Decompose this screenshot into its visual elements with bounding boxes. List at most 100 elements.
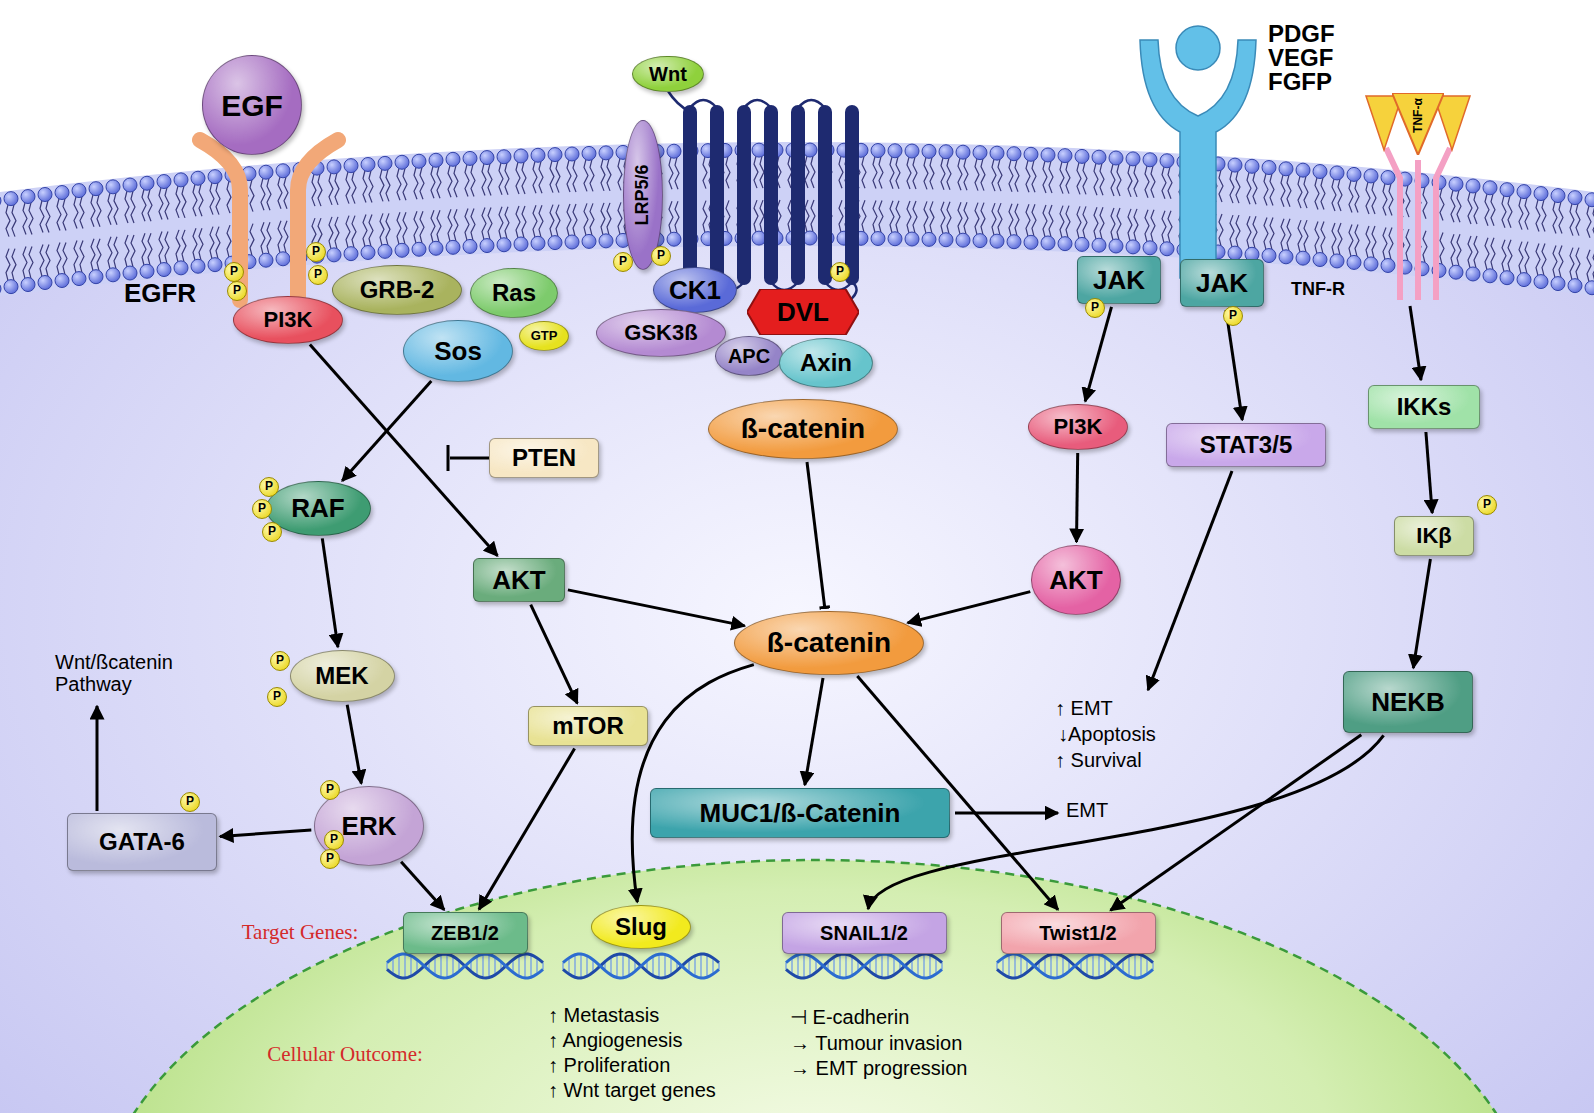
protein-ellipse: AKT [1031, 545, 1121, 615]
node-label: AKT [1049, 566, 1102, 595]
annotation: ↑ Angiogenesis [548, 1029, 683, 1051]
signal-arrow [1111, 735, 1362, 911]
node-label: JAK [1093, 266, 1145, 295]
signal-arrow [347, 705, 361, 784]
node-label: CK1 [669, 276, 721, 305]
protein-ellipse: Ras [470, 268, 558, 318]
phosphate-mark: P [613, 252, 633, 272]
protein-ellipse: EGF [202, 55, 302, 155]
protein-box: Twist1/2 [1001, 912, 1156, 954]
node-label: PTEN [512, 445, 576, 471]
node-label: AKT [492, 566, 545, 595]
signal-arrow [342, 381, 431, 481]
protein-ellipse: GSK3ß [596, 309, 726, 357]
node-label: Slug [615, 914, 667, 940]
protein-box: IKβ [1394, 516, 1474, 556]
signal-arrow [908, 592, 1031, 623]
signal-arrow [479, 749, 575, 910]
phosphate-mark: P [320, 849, 340, 869]
phosphate-mark: P [308, 265, 328, 285]
signal-arrow [1426, 432, 1432, 513]
protein-ellipse: PI3K [1028, 404, 1128, 450]
node-label: PI3K [264, 308, 313, 332]
phosphate-mark: P [270, 651, 290, 671]
phosphate-mark: P [320, 780, 340, 800]
node-label: ZEB1/2 [431, 922, 499, 944]
ligand-triangle: TNF-α [1392, 93, 1444, 155]
node-label: GTP [531, 329, 558, 343]
node-label: SNAIL1/2 [820, 922, 908, 944]
receptor-head [1176, 26, 1220, 70]
annotation: PDGF VEGF FGFP [1268, 22, 1348, 94]
protein-box: AKT [473, 558, 565, 602]
node-label: GATA-6 [99, 829, 185, 855]
node-label: Axin [800, 350, 852, 376]
signal-arrow [531, 605, 578, 704]
phosphate-mark: P [306, 242, 326, 262]
node-label: MUC1/ß-Catenin [700, 799, 901, 828]
node-label: PI3K [1054, 415, 1103, 439]
protein-box: MUC1/ß-Catenin [650, 788, 950, 838]
signal-arrow [632, 665, 754, 903]
node-label: STAT3/5 [1200, 432, 1292, 458]
node-label: ERK [342, 812, 397, 841]
phosphate-mark: P [252, 499, 272, 519]
annotation: ↑ EMT [1055, 697, 1113, 719]
protein-box: PTEN [489, 438, 599, 478]
node-label: NEKB [1371, 688, 1445, 717]
node-label: IKβ [1416, 524, 1451, 548]
protein-ellipse: CK1 [653, 267, 737, 313]
node-label: TNF-α [1411, 99, 1424, 134]
phosphate-mark: P [324, 830, 344, 850]
protein-box: JAK [1180, 259, 1264, 307]
egfr-receptor [200, 140, 338, 300]
node-label: RAF [291, 494, 344, 523]
annotation: EMT [1066, 799, 1108, 821]
annotation: ↑ Wnt target genes [548, 1079, 716, 1101]
dna-helices [387, 954, 1153, 978]
node-label: MEK [315, 663, 368, 689]
signal-arrow [322, 538, 338, 647]
phosphate-mark: P [1085, 298, 1105, 318]
protein-box: ZEB1/2 [403, 912, 528, 954]
annotation: Wnt/ßcatenin Pathway [55, 651, 215, 695]
annotation: → EMT progression [790, 1057, 967, 1079]
signal-arrow [805, 678, 823, 785]
section-heading: Target Genes: [242, 921, 359, 944]
protein-box: JAK [1077, 256, 1161, 304]
protein-box: mTOR [528, 706, 648, 746]
signal-arrow [1226, 310, 1242, 420]
annotation: → Tumour invasion [790, 1032, 962, 1054]
protein-ellipse: MEK [290, 650, 395, 702]
protein-hexagon: DVL [747, 289, 859, 335]
inhibition-line [807, 462, 825, 608]
tnf-receptor [1386, 148, 1450, 300]
protein-box: NEKB [1343, 671, 1473, 733]
pathway-arrows [97, 306, 1421, 813]
protein-box: SNAIL1/2 [782, 912, 947, 954]
node-label: Wnt [649, 63, 687, 85]
protein-ellipse: ß-catenin [734, 611, 924, 675]
node-label: Ras [492, 280, 536, 306]
node-label: LRP5/6 [633, 164, 653, 225]
phosphate-mark: P [227, 281, 247, 301]
node-label: Twist1/2 [1039, 922, 1116, 944]
node-label: ß-catenin [767, 628, 891, 659]
protein-box: IKKs [1368, 385, 1480, 429]
signal-arrow [220, 830, 311, 836]
signal-arrow [1413, 559, 1430, 668]
nucleus [95, 860, 1535, 1113]
node-label: GSK3ß [624, 321, 697, 345]
annotation: ↑ Proliferation [548, 1054, 670, 1076]
node-label: EGF [221, 89, 283, 122]
frizzled-receptor [690, 112, 852, 278]
protein-ellipse: GRB-2 [332, 265, 462, 315]
signal-arrow [1085, 307, 1111, 401]
protein-ellipse: GTP [519, 321, 569, 351]
node-label: JAK [1196, 269, 1248, 298]
rtk-receptor [1140, 40, 1256, 278]
phosphate-mark: P [259, 477, 279, 497]
node-label: Sos [434, 337, 482, 366]
phosphate-mark: P [262, 522, 282, 542]
